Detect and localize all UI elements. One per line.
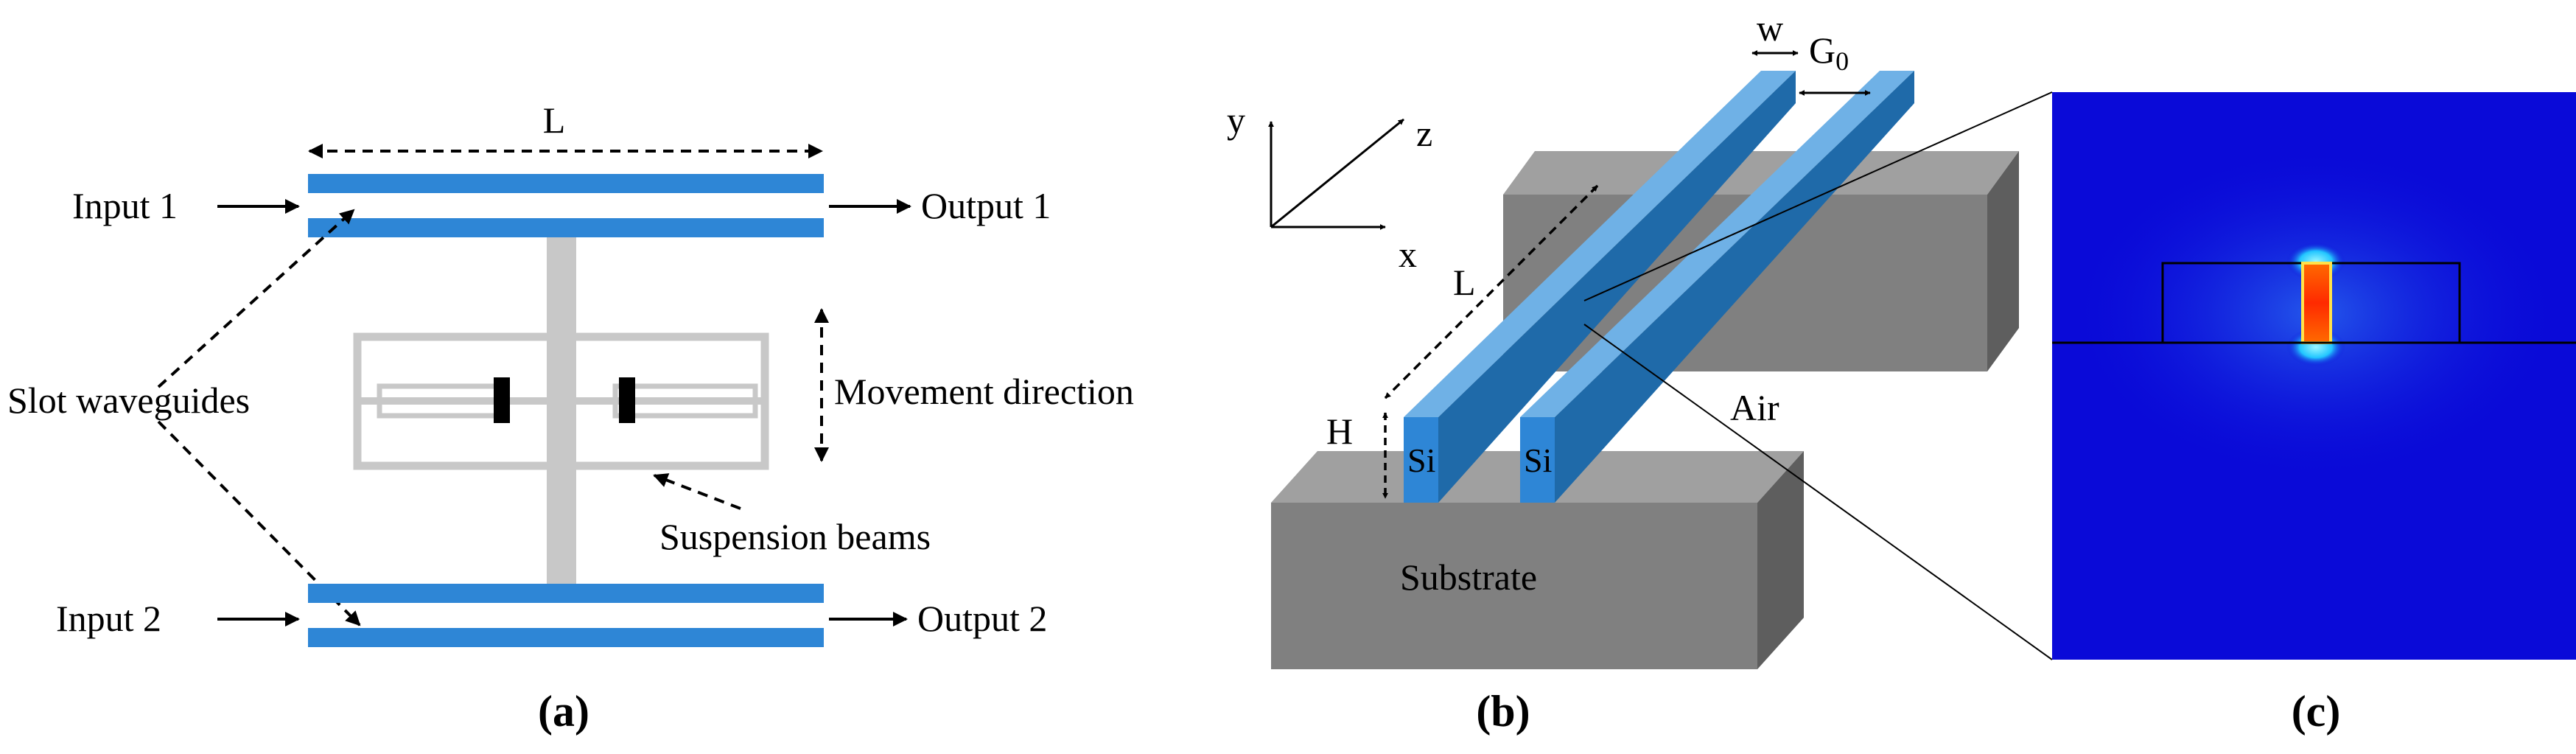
- panel-b-caption: (b): [1476, 687, 1530, 736]
- zoom-line-lower: [1583, 324, 2053, 660]
- panel-c-caption: (c): [2292, 687, 2341, 736]
- si-right-label: Si: [1524, 441, 1552, 479]
- waveguide-bottom-upper-rail: [308, 584, 824, 603]
- slot-field-hotspot: [2301, 262, 2332, 344]
- panel-b: y z x Substrate Si S: [1227, 7, 2053, 736]
- suspension-beams-label: Suspension beams: [659, 516, 931, 557]
- silicon-rail-right: [1520, 71, 1914, 503]
- l-label-b: L: [1453, 262, 1476, 303]
- suspension-beams-pointer: [653, 473, 741, 510]
- h-label: H: [1326, 411, 1353, 452]
- length-dimension-arrow-b: [1384, 184, 1599, 399]
- movement-direction-label: Movement direction: [834, 371, 1134, 412]
- waveguide-bottom-lower-rail: [308, 628, 824, 647]
- zoom-line-upper: [1583, 91, 2053, 301]
- waveguide-top-upper-rail: [308, 174, 824, 193]
- left-anchor: [494, 377, 510, 423]
- length-label: L: [543, 100, 566, 141]
- si-left-label: Si: [1407, 441, 1435, 479]
- right-anchor: [619, 377, 635, 423]
- g0-label: G0: [1809, 29, 1849, 76]
- air-label: Air: [1730, 387, 1779, 428]
- axis-x-label: x: [1399, 234, 1417, 275]
- input-2-label: Input 2: [56, 598, 161, 639]
- waveguide-top-lower-rail: [308, 218, 824, 237]
- panel-a-caption: (a): [538, 687, 589, 736]
- w-label: w: [1757, 7, 1783, 49]
- right-suspension-beam: [612, 383, 758, 419]
- axis-z-label: z: [1416, 113, 1432, 154]
- panel-c: (c): [2052, 92, 2576, 736]
- panel-a: L Input 1 Output 1 Movement direction Su…: [7, 100, 1134, 736]
- axis-z-arrow: [1270, 118, 1404, 228]
- slot-waveguides-label: Slot waveguides: [7, 380, 250, 421]
- frame-middle-bar: [357, 397, 765, 405]
- input-1-label: Input 1: [72, 185, 178, 226]
- central-shuttle-beam: [547, 237, 576, 584]
- axis-y-label: y: [1227, 100, 1245, 141]
- substrate-label: Substrate: [1400, 556, 1537, 598]
- output-1-label: Output 1: [921, 185, 1051, 226]
- output-2-label: Output 2: [917, 598, 1047, 639]
- slot-waveguides-pointer-upper: [157, 209, 355, 388]
